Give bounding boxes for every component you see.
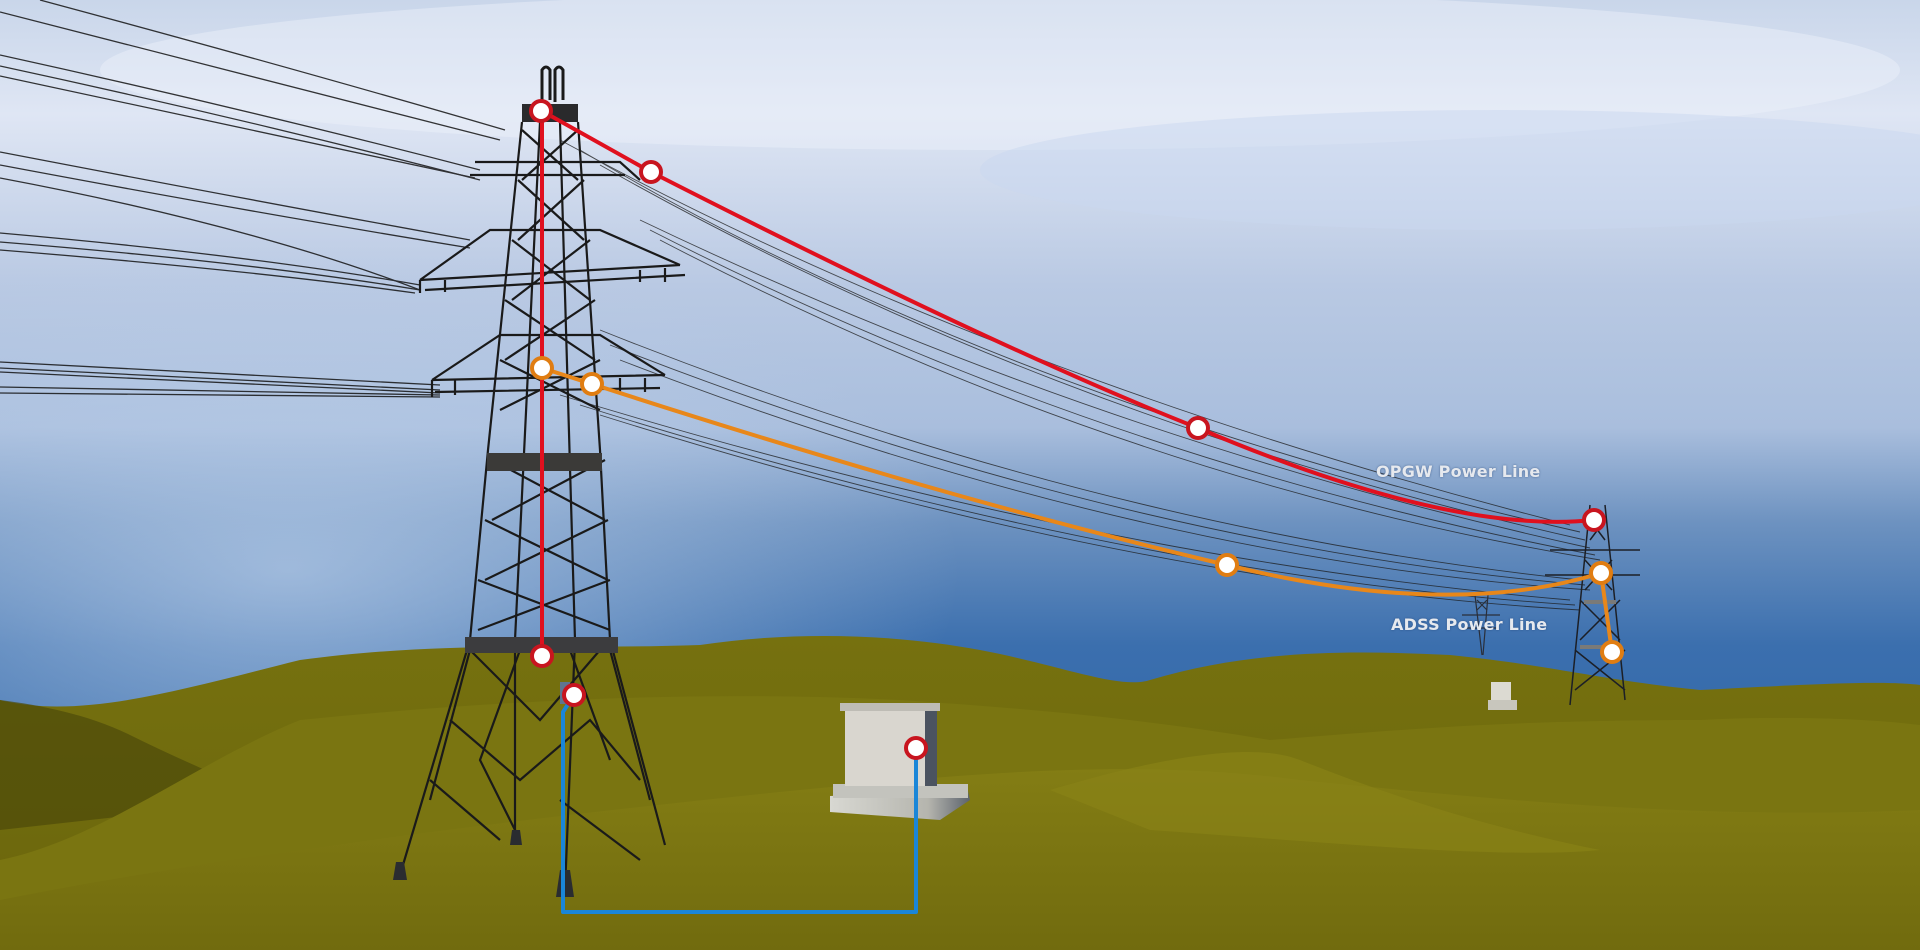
opgw-route — [540, 109, 1595, 656]
splice-point-marker[interactable] — [530, 356, 554, 380]
splice-point-marker[interactable] — [1600, 640, 1624, 664]
adss-markers — [530, 356, 1624, 664]
splice-point-marker[interactable] — [530, 644, 554, 668]
tower-platform-upper — [487, 453, 602, 471]
underground-cable-route — [561, 693, 918, 914]
opgw-power-line-label: OPGW Power Line — [1376, 462, 1541, 481]
equipment-cabinet-far — [1488, 682, 1517, 710]
opgw-markers — [529, 99, 1606, 760]
equipment-cabinet-near — [830, 703, 970, 820]
splice-point-marker[interactable] — [1186, 416, 1210, 440]
splice-point-marker[interactable] — [1215, 553, 1239, 577]
splice-point-marker[interactable] — [1582, 508, 1606, 532]
distant-tower-far — [1462, 594, 1500, 656]
splice-point-marker[interactable] — [1589, 561, 1613, 585]
splice-point-marker[interactable] — [562, 683, 586, 707]
splice-point-marker[interactable] — [529, 99, 553, 123]
splice-point-marker[interactable] — [580, 372, 604, 396]
adss-route — [541, 366, 1614, 653]
splice-point-marker[interactable] — [904, 736, 928, 760]
transmission-wires — [0, 0, 506, 398]
adss-power-line-label: ADSS Power Line — [1391, 615, 1548, 634]
splice-point-marker[interactable] — [639, 160, 663, 184]
